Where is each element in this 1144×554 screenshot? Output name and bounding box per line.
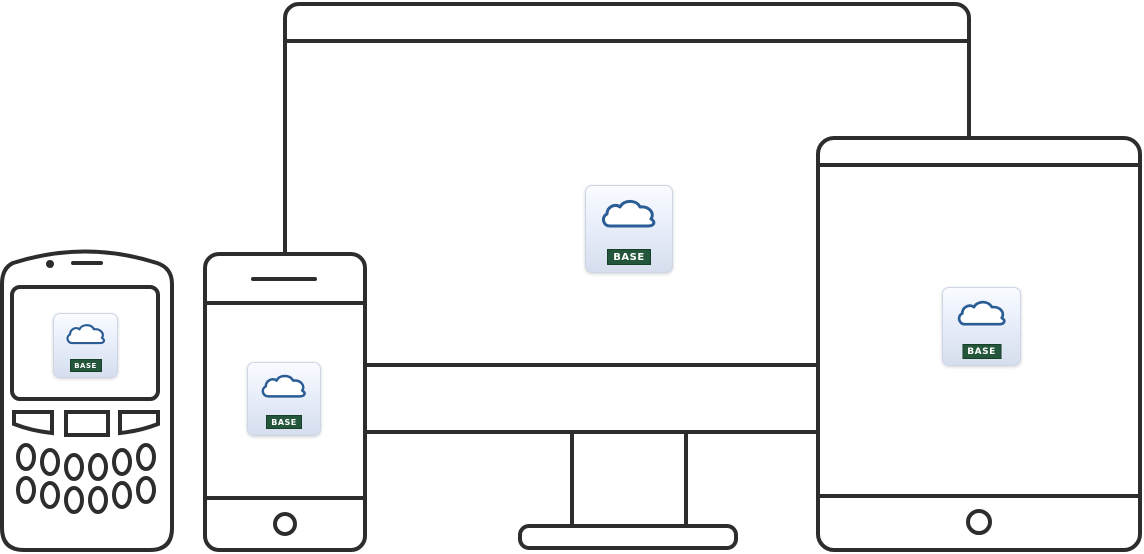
base-app-icon-desktop[interactable]: BASE <box>585 185 673 273</box>
keypad-key <box>64 453 84 481</box>
keypad-key <box>40 448 60 476</box>
keypad-key <box>136 443 156 471</box>
monitor-stand-neck <box>570 430 688 529</box>
base-label: BASE <box>962 344 1001 359</box>
right-soft-key <box>118 410 160 436</box>
center-soft-key <box>64 410 110 437</box>
keypad-key <box>16 443 36 471</box>
keypad-key <box>40 481 60 509</box>
base-app-icon-smartphone[interactable]: BASE <box>247 362 321 436</box>
feature-phone <box>0 249 174 552</box>
smartphone-home-button <box>273 512 297 536</box>
feature-phone-keypad <box>16 443 156 514</box>
base-app-icon-feature-phone[interactable]: BASE <box>53 313 118 378</box>
base-label: BASE <box>69 359 102 372</box>
cloud-icon <box>601 199 656 228</box>
feature-phone-camera <box>46 260 54 268</box>
base-label: BASE <box>266 415 302 429</box>
keypad-key <box>64 486 84 514</box>
keypad-key <box>16 476 36 504</box>
cloud-icon <box>65 324 105 345</box>
left-soft-key <box>12 410 54 436</box>
cloud-icon <box>957 300 1006 326</box>
tablet-home-button <box>966 509 992 535</box>
keypad-key <box>112 481 132 509</box>
keypad-key <box>88 453 108 481</box>
base-app-icon-tablet[interactable]: BASE <box>942 287 1021 366</box>
cloud-icon <box>261 374 306 398</box>
keypad-key <box>112 448 132 476</box>
monitor-stand-base <box>518 524 738 550</box>
keypad-key <box>88 486 108 514</box>
base-label: BASE <box>607 249 651 265</box>
keypad-key <box>136 476 156 504</box>
